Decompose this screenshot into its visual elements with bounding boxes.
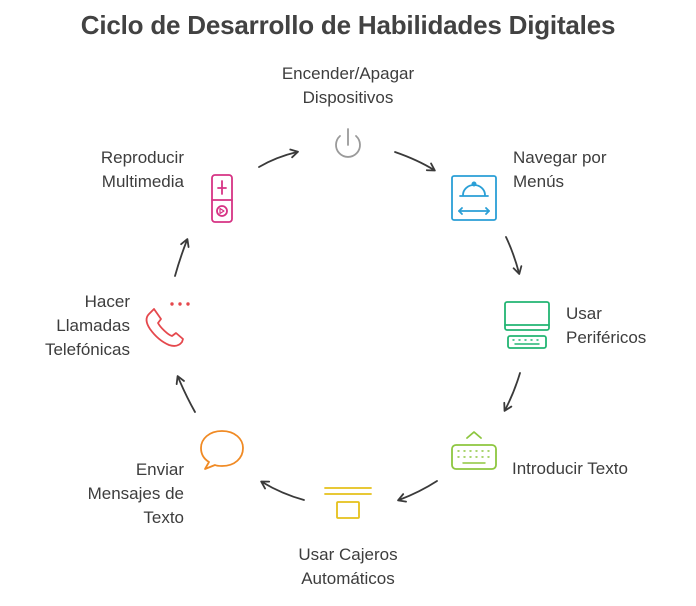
arrow-power-to-menus bbox=[394, 151, 436, 172]
step-label-line: Mensajes de bbox=[87, 484, 184, 503]
atm-icon bbox=[324, 487, 372, 519]
step-label-line: Encender/Apagar bbox=[281, 64, 415, 83]
step-label-calls: Hacer Llamadas Telefónicas bbox=[10, 290, 130, 362]
step-label-text: Introducir Texto bbox=[512, 457, 628, 481]
diagram-title: Ciclo de Desarrollo de Habilidades Digit… bbox=[80, 10, 616, 40]
step-label-messages: Enviar Mensajes de Texto bbox=[40, 458, 184, 530]
computer-keyboard-icon bbox=[504, 301, 550, 349]
media-player-icon bbox=[211, 174, 233, 223]
step-label-line: Enviar bbox=[135, 460, 184, 479]
arrow-menus-to-peripherals bbox=[505, 236, 523, 275]
arrow-media-to-power bbox=[258, 148, 299, 168]
step-label-media: Reproducir Multimedia bbox=[40, 146, 184, 194]
step-label-line: Reproducir bbox=[100, 148, 184, 167]
arrow-messages-to-calls bbox=[175, 375, 196, 413]
step-label-line: Periféricos bbox=[566, 328, 647, 347]
step-label-line: Multimedia bbox=[101, 172, 184, 191]
arrow-peripherals-to-text bbox=[503, 372, 521, 412]
step-label-line: Usar Cajeros bbox=[298, 545, 398, 564]
step-label-menus: Navegar por Menús bbox=[513, 146, 607, 194]
step-label-line: Telefónicas bbox=[44, 340, 130, 359]
step-label-line: Dispositivos bbox=[302, 88, 394, 107]
step-label-line: Usar bbox=[566, 304, 602, 323]
keyboard-icon bbox=[451, 431, 497, 470]
phone-call-icon bbox=[145, 302, 190, 347]
step-label-atm: Usar Cajeros Automáticos bbox=[248, 543, 448, 591]
menu-tray-icon bbox=[451, 175, 497, 221]
step-label-line: Hacer bbox=[84, 292, 130, 311]
step-label-peripherals: Usar Periféricos bbox=[566, 302, 646, 350]
chat-bubble-icon bbox=[200, 430, 244, 470]
arrow-atm-to-messages bbox=[260, 480, 305, 501]
step-label-line: Introducir Texto bbox=[512, 459, 628, 478]
step-label-line: Automáticos bbox=[301, 569, 395, 588]
step-label-line: Texto bbox=[143, 508, 184, 527]
step-label-line: Navegar por bbox=[513, 148, 607, 167]
step-label-line: Llamadas bbox=[56, 316, 130, 335]
arrow-text-to-atm bbox=[397, 480, 438, 503]
step-label-line: Menús bbox=[513, 172, 565, 191]
arrow-calls-to-media bbox=[174, 238, 190, 277]
power-icon bbox=[335, 128, 361, 158]
step-label-power: Encender/Apagar Dispositivos bbox=[248, 62, 448, 110]
